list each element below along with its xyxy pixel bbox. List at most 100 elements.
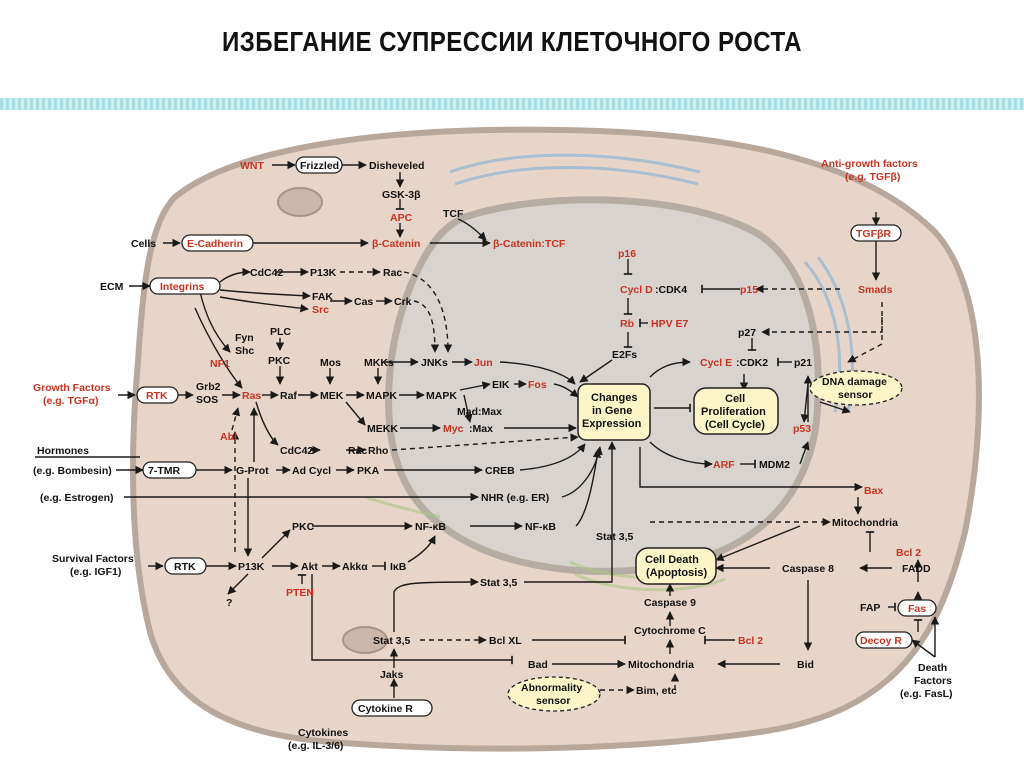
- node-akka: Akkα: [342, 561, 368, 573]
- node-frizzled: Frizzled: [300, 160, 339, 172]
- gene-expression-line-1: Changes: [591, 392, 637, 404]
- node-tcf: TCF: [443, 208, 464, 220]
- node-death-factors-1: Death: [918, 662, 947, 674]
- node-p15: p15: [740, 284, 758, 296]
- dna-sensor-line-2: sensor: [838, 389, 872, 401]
- node-smads: Smads: [858, 284, 893, 296]
- abnormality-sensor-oval: [507, 676, 601, 712]
- node-apc: APC: [390, 212, 413, 224]
- node-cdc42-top: CdC42: [250, 267, 283, 279]
- gene-expression-line-3: Expression: [582, 418, 642, 430]
- abnormality-sensor-line-2: sensor: [536, 695, 570, 707]
- node-mos: Mos: [320, 357, 341, 369]
- node-bcl2-r: Bcl 2: [896, 547, 921, 559]
- node-cdk4: :CDK4: [655, 284, 687, 296]
- node-fadd: FADD: [902, 563, 931, 575]
- node-decoy: Decoy R: [860, 635, 902, 647]
- node-cytokines-eg: (e.g. IL-3/6): [288, 740, 343, 752]
- cell-death-line-2: (Apoptosis): [646, 567, 707, 579]
- node-p13k-low: P13K: [238, 561, 265, 573]
- node-jaks: Jaks: [380, 669, 404, 681]
- node-cdk2: :CDK2: [736, 357, 768, 369]
- pathway-edges: [35, 160, 940, 698]
- node-mkks: MKKs: [364, 357, 394, 369]
- gene-expression-line-2: in Gene: [592, 405, 632, 417]
- node-bcl2-m: Bcl 2: [738, 635, 763, 647]
- node-akt: Akt: [301, 561, 318, 573]
- node-plc: PLC: [270, 326, 291, 338]
- node-pkc-mid: PKC: [268, 355, 291, 367]
- node-survival: Survival Factors: [52, 553, 134, 565]
- node-mitochondria-b: Mitochondria: [628, 659, 694, 671]
- node-madmax: Mad:Max: [457, 406, 502, 418]
- node-integrins: Integrins: [160, 281, 204, 293]
- node-pka: PKA: [357, 465, 380, 477]
- node-mdm2: MDM2: [759, 459, 790, 471]
- node-death-factors-3: (e.g. FasL): [900, 688, 953, 700]
- node-hormones-eg: (e.g. Bombesin): [33, 465, 112, 477]
- mitochondrion-organelle: [342, 626, 388, 654]
- receptor-pills: [136, 156, 937, 717]
- node-ecm: ECM: [100, 281, 124, 293]
- node-bax: Bax: [864, 485, 883, 497]
- node-grb2: Grb2: [196, 381, 221, 393]
- node-fas: Fas: [908, 603, 926, 615]
- node-mek: MEK: [320, 390, 344, 402]
- cell-proliferation-box: [693, 387, 779, 435]
- node-eik: EIK: [492, 379, 510, 391]
- node-max: :Max: [469, 423, 493, 435]
- node-cells: Cells: [131, 238, 156, 250]
- node-crk: Crk: [394, 296, 412, 308]
- node-death-factors-2: Factors: [914, 675, 952, 687]
- node-fos: Fos: [528, 379, 547, 391]
- node-growth-factors: Growth Factors: [33, 382, 111, 394]
- node-mapk2: MAPK: [426, 390, 457, 402]
- node-rtk-top: RTK: [146, 390, 168, 402]
- cell-death-line-1: Cell Death: [645, 554, 699, 566]
- node-src: Src: [312, 304, 329, 316]
- node-cytokine-r: Cytokine R: [358, 703, 413, 715]
- title-divider-band: [0, 98, 1024, 110]
- node-stat35-low: Stat 3,5: [373, 635, 411, 647]
- mitochondrion-organelle: [277, 187, 323, 217]
- node-p53: p53: [793, 423, 811, 435]
- node-growth-factors-eg: (e.g. TGFα): [43, 395, 98, 407]
- node-nfkb1: NF-κB: [415, 521, 446, 533]
- dna-sensor-line-1: DNA damage: [822, 376, 887, 388]
- node-cycle: Cycl E: [700, 357, 732, 369]
- node-disheveled: Disheveled: [369, 160, 424, 172]
- node-nfkb2: NF-κB: [525, 521, 556, 533]
- node-bcatenin: β-Catenin: [372, 238, 420, 250]
- node-anti-growth-eg: (e.g. TGFβ): [845, 171, 900, 183]
- node-ikb: IκB: [390, 561, 407, 573]
- node-hpv: HPV E7: [651, 318, 689, 330]
- cell-death-box: [635, 547, 717, 585]
- proliferation-line-1: Cell: [725, 393, 745, 405]
- node-7tmr: 7-TMR: [148, 465, 180, 477]
- node-cdc42-low: CdC42: [280, 445, 313, 457]
- node-jun: Jun: [474, 357, 493, 369]
- node-cytokines: Cytokines: [298, 727, 348, 739]
- node-pkc-low: PKC: [292, 521, 315, 533]
- node-bim: Bim, etc: [636, 685, 677, 697]
- node-creb: CREB: [485, 465, 515, 477]
- node-ras: Ras: [242, 390, 261, 402]
- node-p13k-top: P13K: [310, 267, 337, 279]
- node-shc: Shc: [235, 345, 254, 357]
- node-nf1: NF1: [210, 358, 230, 370]
- node-fyn: Fyn: [235, 332, 254, 344]
- node-p16: p16: [618, 248, 636, 260]
- node-sos: SOS: [196, 394, 218, 406]
- node-e2fs: E2Fs: [612, 349, 637, 361]
- changes-in-gene-expression-box: [577, 383, 651, 441]
- node-raf: Raf: [280, 390, 297, 402]
- node-rac-top: Rac: [383, 267, 402, 279]
- node-jnks: JNKs: [421, 357, 448, 369]
- node-cas: Cas: [354, 296, 373, 308]
- node-abl: Abl: [220, 431, 237, 443]
- node-anti-growth: Anti-growth factors: [821, 158, 918, 170]
- node-stat35-mid: Stat 3,5: [596, 531, 634, 543]
- node-stat35-top: Stat 3,5: [480, 577, 518, 589]
- node-survival-eg: (e.g. IGF1): [70, 566, 121, 578]
- node-mitochondria-r: Mitochondria: [832, 517, 898, 529]
